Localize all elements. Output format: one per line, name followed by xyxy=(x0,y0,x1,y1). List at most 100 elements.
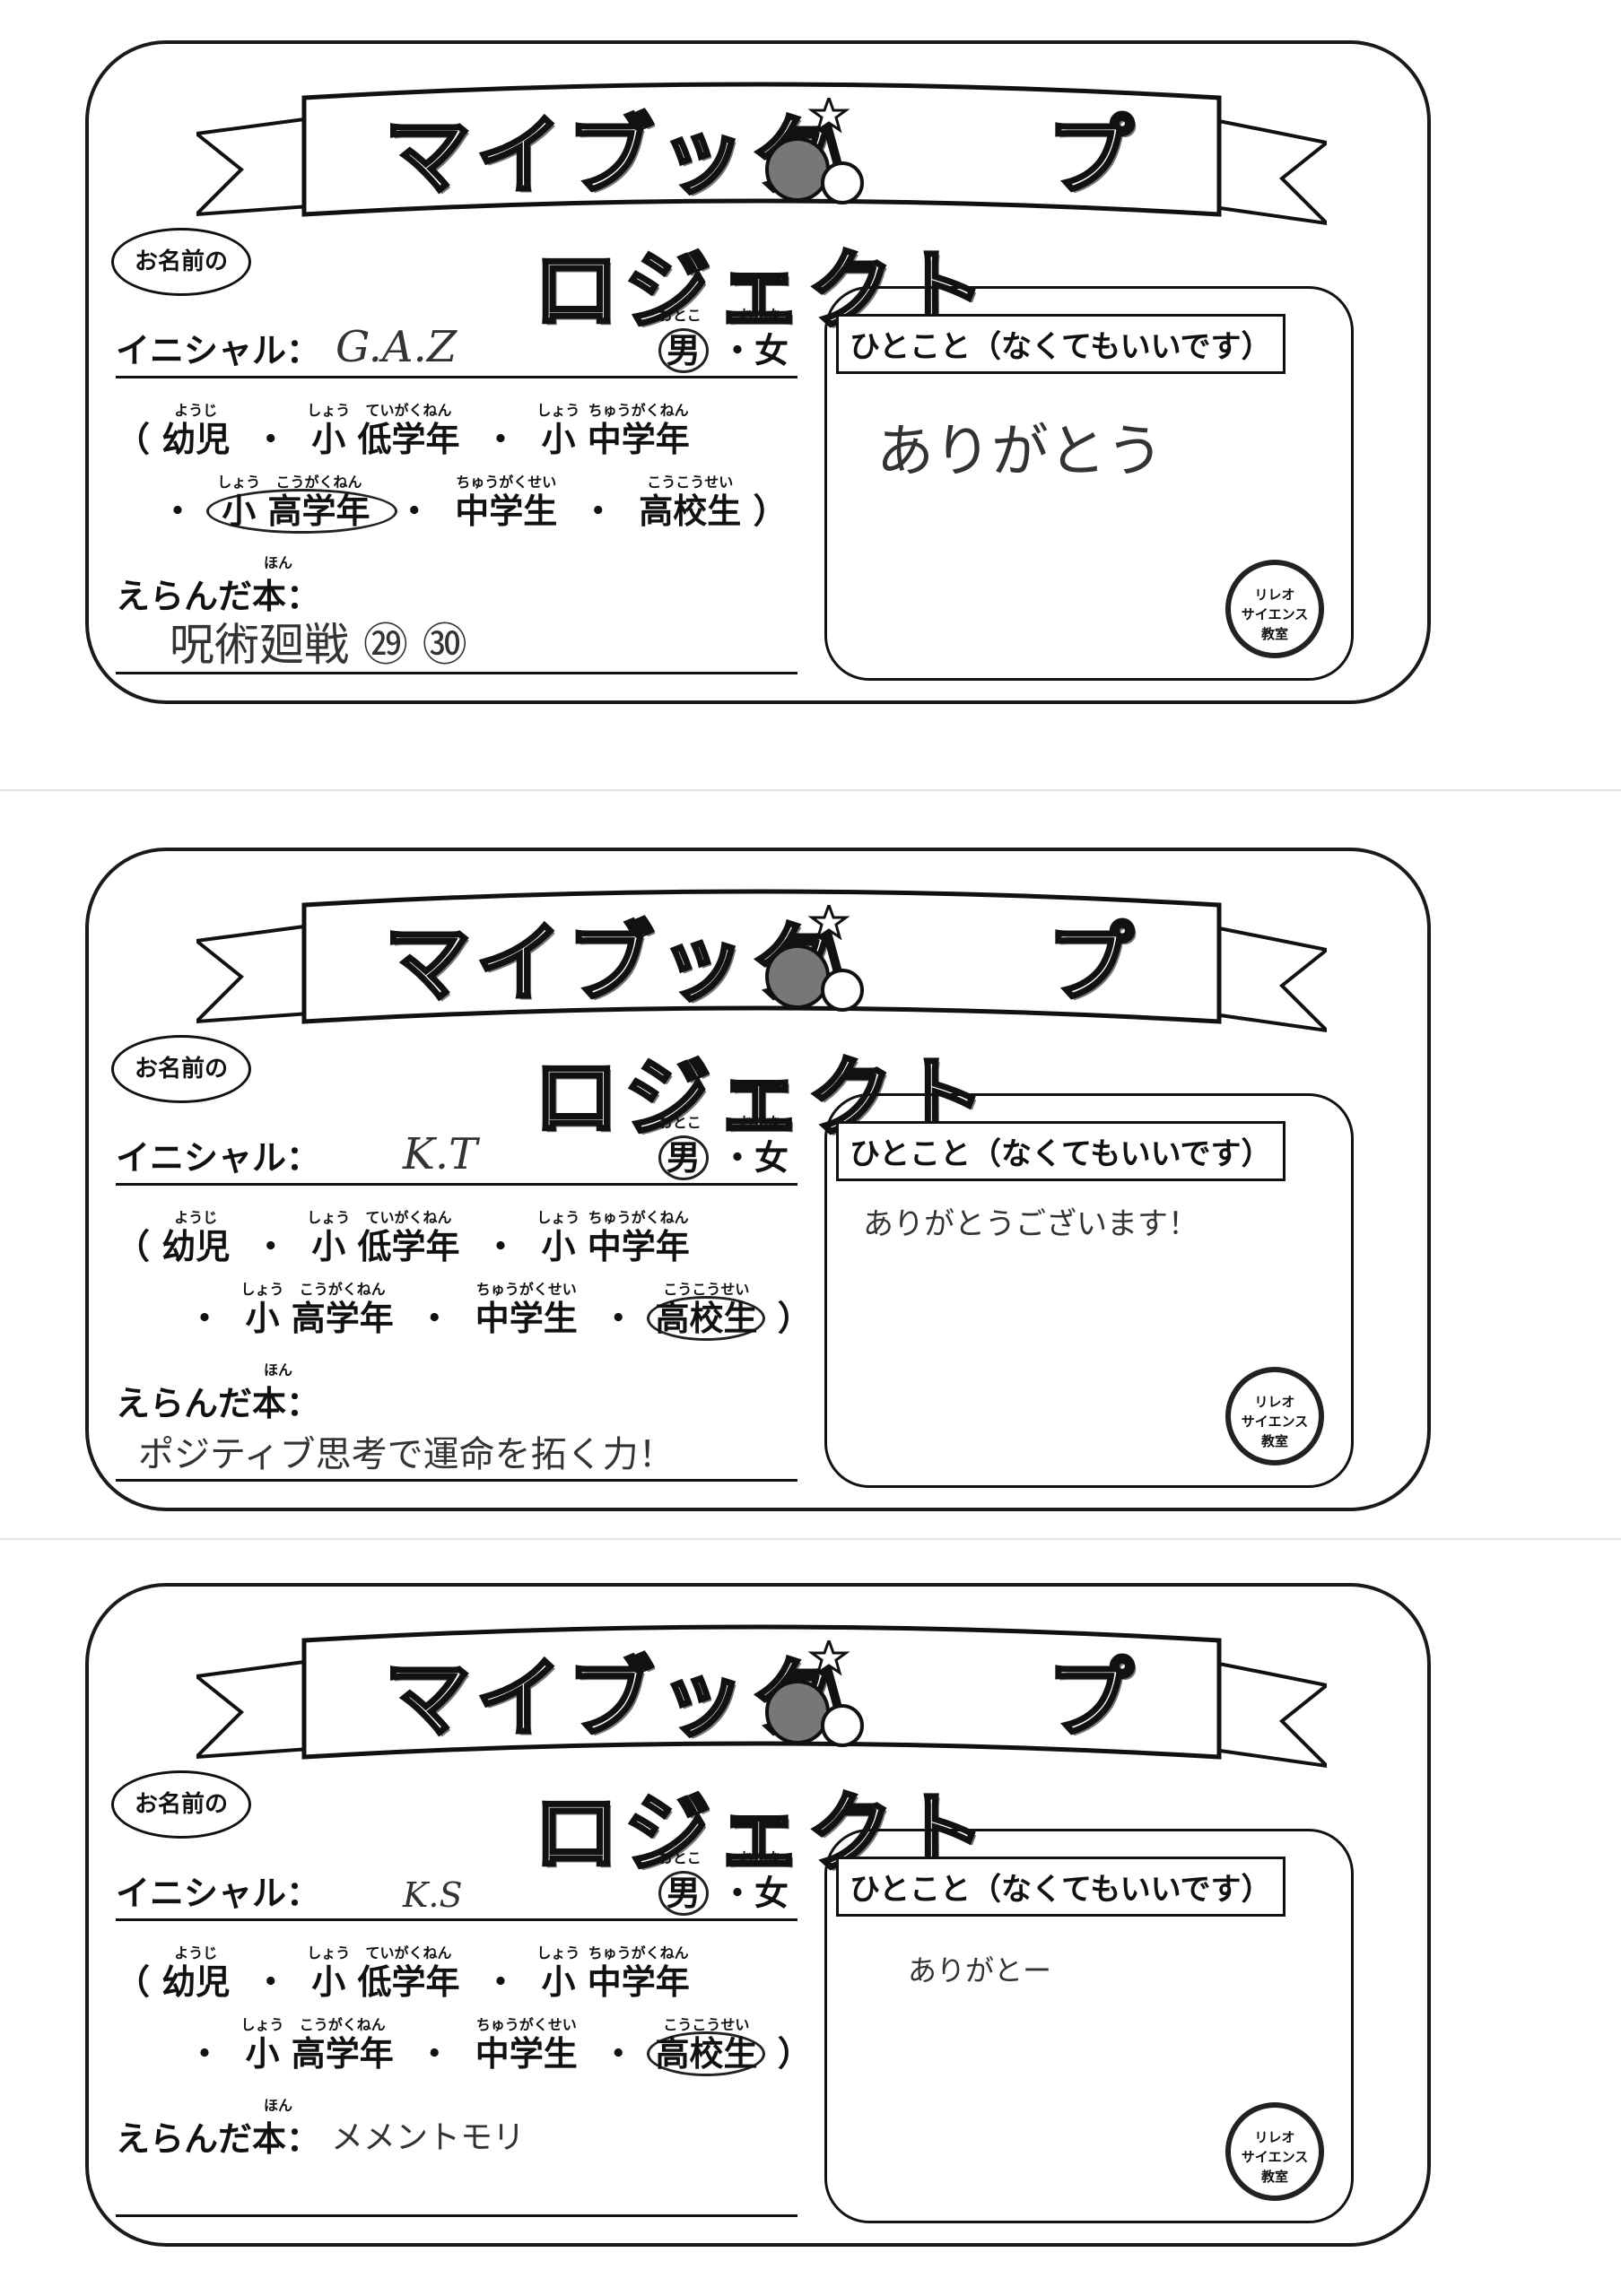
grade-sho-mid: しょう小 xyxy=(536,1209,580,1266)
comment-title: ひとこと（なくてもいいです） xyxy=(836,314,1285,374)
gender-select: おとこ おんな 男 ・女 xyxy=(658,307,789,373)
gender-female: 女 xyxy=(754,1138,789,1178)
rocket-mascot-icon xyxy=(765,1640,864,1747)
grade-middle: ちゅうがくねん中学年 xyxy=(587,1944,690,2002)
comment-box: ひとこと（なくてもいいです） ありがとー リレオサイエンス教室 xyxy=(824,1829,1354,2223)
grade-junior-high: ちゅうがくせい中学生 xyxy=(475,1281,578,1338)
book-underline xyxy=(116,672,797,674)
grade-sho-upper: しょう小 xyxy=(240,1281,284,1338)
gender-female: 女 xyxy=(754,331,789,370)
grade-lower: ていがくねん低学年 xyxy=(357,402,460,459)
grade-sho-mid: しょう小 xyxy=(536,402,580,459)
initial-value: K.T xyxy=(403,1129,478,1179)
book-label: えらんだ本： xyxy=(116,2119,321,2159)
comment-text: ありがとうございます！ xyxy=(863,1206,1198,1242)
comment-title: ひとこと（なくてもいいです） xyxy=(836,1857,1285,1917)
gender-male: 男 xyxy=(658,1135,709,1180)
grade-lower: ていがくねん低学年 xyxy=(357,1209,460,1266)
comment-box: ひとこと（なくてもいいです） ありがとう リレオサイエンス教室 xyxy=(824,286,1354,681)
title-part1: マイブック xyxy=(383,104,842,208)
initial-row: イニシャル： K.T おとこ おんな 男 ・女 xyxy=(116,1114,797,1186)
grade-middle: ちゅうがくねん中学年 xyxy=(587,402,690,459)
cut-line xyxy=(0,789,1621,791)
card-3: マイブック プロジェクト お名前の イニシャル： K.S おとこ おんな 男 ・… xyxy=(85,1583,1431,2247)
initial-label: イニシャル： xyxy=(116,1138,321,1178)
initial-row: イニシャル： K.S おとこ おんな 男 ・女 xyxy=(116,1849,797,1921)
grade-upper: こうがくねん高学年 xyxy=(267,474,370,531)
comment-text: ありがとー xyxy=(908,1953,1052,1987)
grade-preschool: ようじ幼児 xyxy=(161,1944,231,2002)
book-value: メメントモリ xyxy=(331,2119,526,2156)
grade-sho-low: しょう小 xyxy=(307,1944,351,2002)
grade-line-1: （ ようじ幼児 ・ しょう小 ていがくねん低学年 ・ しょう小 ちゅうがくねん中… xyxy=(116,402,690,459)
grade-line-2: ・ しょう小 こうがくねん高学年 ・ ちゅうがくせい中学生 ・ こうこうせい高校… xyxy=(187,2016,812,2076)
book-ruby: ほん xyxy=(264,554,293,571)
grade-preschool: ようじ幼児 xyxy=(161,402,231,459)
gender-ruby-female: おんな xyxy=(738,1849,782,1866)
initial-value: K.S xyxy=(403,1875,463,1915)
gender-male: 男 xyxy=(658,1871,709,1916)
banner-ribbon xyxy=(196,1624,1327,1769)
banner-ribbon xyxy=(196,82,1327,226)
gender-ruby-female: おんな xyxy=(738,307,782,324)
initial-label: イニシャル： xyxy=(116,1874,321,1913)
grade-junior-high: ちゅうがくせい中学生 xyxy=(475,2016,578,2074)
grade-lower: ていがくねん低学年 xyxy=(357,1944,460,2002)
book-label: えらんだ本： xyxy=(116,1384,321,1423)
title-part1: マイブック xyxy=(383,1647,842,1751)
gender-ruby-female: おんな xyxy=(738,1114,782,1131)
book-underline xyxy=(116,2214,797,2217)
initial-value: G.A.Z xyxy=(336,322,458,372)
grade-sho-mid: しょう小 xyxy=(536,1944,580,2002)
book-ruby: ほん xyxy=(264,1361,293,1378)
grade-middle: ちゅうがくねん中学年 xyxy=(587,1209,690,1266)
grade-upper: こうがくねん高学年 xyxy=(291,2016,394,2074)
gender-select: おとこ おんな 男 ・女 xyxy=(658,1114,789,1180)
cut-line xyxy=(0,1538,1621,1540)
grade-line-1: （ ようじ幼児 ・ しょう小 ていがくねん低学年 ・ しょう小 ちゅうがくねん中… xyxy=(116,1944,690,2002)
grade-upper-selected: しょう小 こうがくねん高学年 xyxy=(206,474,397,534)
grade-sho-upper: しょう小 xyxy=(240,2016,284,2074)
gender-ruby-male: おとこ xyxy=(658,1114,702,1131)
rocket-mascot-icon xyxy=(765,905,864,1012)
initial-row: イニシャル： G.A.Z おとこ おんな 男 ・女 xyxy=(116,307,797,378)
gender-ruby-male: おとこ xyxy=(658,1849,702,1866)
book-ruby: ほん xyxy=(264,2097,293,2114)
grade-high-school-selected: こうこうせい高校生 xyxy=(647,2016,766,2076)
comment-title: ひとこと（なくてもいいです） xyxy=(836,1121,1285,1181)
book-value: 呪術廻戦 ㉙ ㉚ xyxy=(170,619,467,671)
book-label: えらんだ本： xyxy=(116,577,321,616)
gender-male: 男 xyxy=(658,328,709,373)
title-part1: マイブック xyxy=(383,911,842,1015)
grade-line-2: ・ しょう小 こうがくねん高学年 ・ ちゅうがくせい中学生 ・ こうこうせい高校… xyxy=(187,1281,812,1341)
card-1: マイブック プロジェクト お名前の イニシャル： G.A.Z おとこ おんな 男… xyxy=(85,40,1431,704)
comment-box: ひとこと（なくてもいいです） ありがとうございます！ リレオサイエンス教室 xyxy=(824,1093,1354,1488)
name-bubble: お名前の xyxy=(111,1035,251,1103)
banner-title: マイブック プロジェクト xyxy=(376,89,1147,358)
gender-select: おとこ おんな 男 ・女 xyxy=(658,1849,789,1916)
rireo-science-logo: リレオサイエンス教室 xyxy=(1225,1367,1324,1465)
grade-high-school: こうこうせい高校生 xyxy=(639,474,742,531)
grade-preschool: ようじ幼児 xyxy=(161,1209,231,1266)
book-underline xyxy=(116,1479,797,1482)
name-bubble: お名前の xyxy=(111,228,251,296)
grade-sho-low: しょう小 xyxy=(307,1209,351,1266)
grade-junior-high: ちゅうがくせい中学生 xyxy=(455,474,558,531)
gender-ruby-male: おとこ xyxy=(658,307,702,324)
rocket-mascot-icon xyxy=(765,98,864,204)
title-part2: プロジェクト xyxy=(531,104,1139,343)
name-bubble: お名前の xyxy=(111,1770,251,1839)
book-value: ポジティブ思考で運命を拓く力！ xyxy=(138,1434,675,1475)
grade-line-2: ・ しょう小 こうがくねん高学年 ・ ちゅうがくせい中学生 ・ こうこうせい高校… xyxy=(161,474,787,534)
rireo-science-logo: リレオサイエンス教室 xyxy=(1225,560,1324,658)
initial-label: イニシャル： xyxy=(116,331,321,370)
card-2: マイブック プロジェクト お名前の イニシャル： K.T おとこ おんな 男 ・… xyxy=(85,848,1431,1511)
grade-upper: こうがくねん高学年 xyxy=(291,1281,394,1338)
grade-line-1: （ ようじ幼児 ・ しょう小 ていがくねん低学年 ・ しょう小 ちゅうがくねん中… xyxy=(116,1209,690,1266)
grade-sho-upper: しょう小 xyxy=(217,474,261,531)
rireo-science-logo: リレオサイエンス教室 xyxy=(1225,2102,1324,2201)
grade-high-school-selected: こうこうせい高校生 xyxy=(647,1281,766,1341)
banner-ribbon xyxy=(196,889,1327,1033)
comment-text: ありがとう xyxy=(876,419,1163,485)
gender-female: 女 xyxy=(754,1874,789,1913)
